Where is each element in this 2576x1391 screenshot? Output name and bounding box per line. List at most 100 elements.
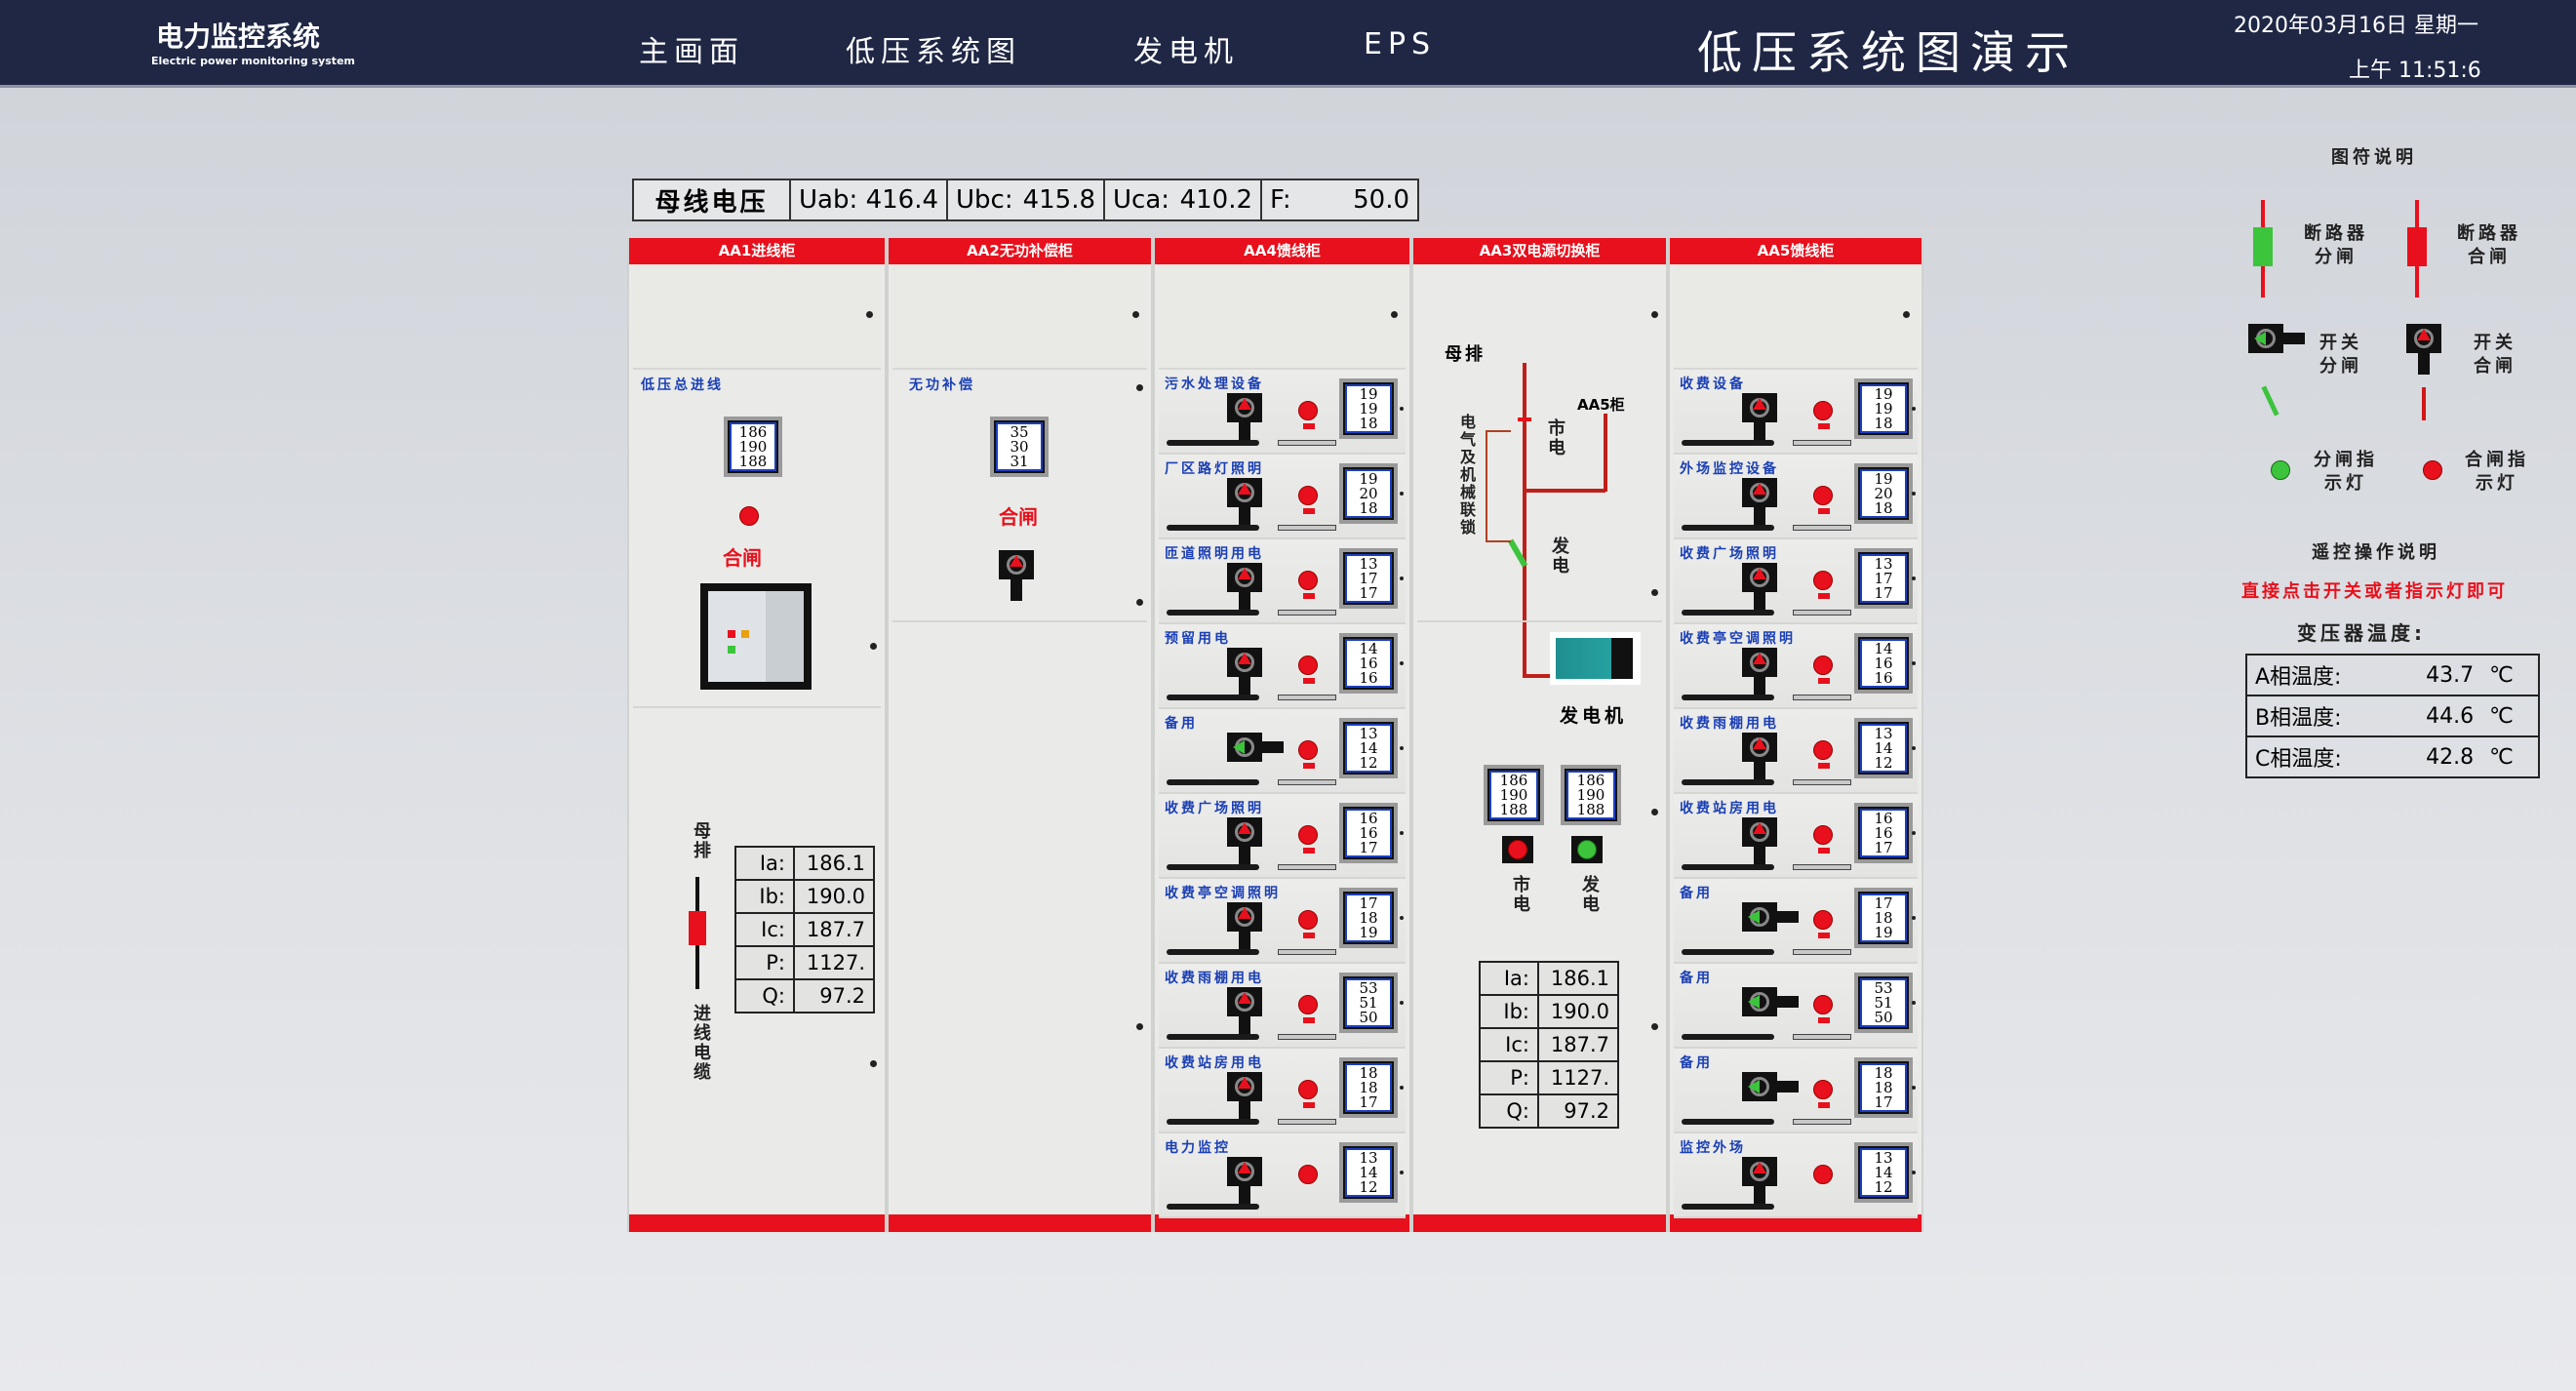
closed-indicator-light[interactable] [1813,995,1833,1014]
switch-closed[interactable] [1227,563,1262,614]
switch-closed[interactable] [1742,648,1777,698]
handle-bar [1682,1204,1774,1210]
cabinet-title: AA5馈线柜 [1670,238,1922,264]
table-row: Ib:190.0 [734,879,875,914]
handle-bar [1167,949,1259,955]
handle-bar [1167,1204,1259,1210]
switch-closed[interactable] [1742,478,1777,529]
closed-indicator-light[interactable] [1813,825,1833,845]
switch-open[interactable] [1742,1072,1799,1123]
closed-indicator-light[interactable] [1813,910,1833,930]
feeder-label: 收费亭空调照明 [1680,631,1796,647]
closed-indicator-light[interactable] [1813,571,1833,590]
closed-indicator-light[interactable] [1298,995,1318,1014]
closed-indicator-light[interactable] [1813,740,1833,760]
switch-closed[interactable] [1742,393,1777,444]
switch-closed[interactable] [1227,393,1262,444]
reading-value: 187.7 [1537,1027,1619,1062]
closed-indicator-light[interactable] [1298,910,1318,930]
door-latch [870,643,877,650]
table-row: Ia:186.1 [734,846,875,881]
closed-indicator-light[interactable] [739,506,759,526]
switch-closed[interactable] [1227,817,1262,868]
cabinet-title: AA4馈线柜 [1155,238,1409,264]
closed-indicator-light[interactable] [1298,401,1318,420]
rail-bar [1793,440,1851,446]
door-latch [1400,407,1404,411]
closed-indicator-light[interactable] [1813,401,1833,420]
closed-indicator-light[interactable] [1813,1165,1833,1184]
nav-lv-diagram[interactable]: 低压系统图 [846,35,1021,69]
lock-icon [1818,848,1830,854]
door-latch [1651,311,1658,318]
busbar-label: 母排 [691,821,711,860]
switch-open[interactable] [1742,987,1799,1038]
switch-closed[interactable] [1742,733,1777,783]
switch-closed[interactable] [1742,1157,1777,1208]
switch-closed[interactable] [1227,648,1262,698]
breaker-device[interactable] [700,583,812,690]
closed-indicator-light[interactable] [1298,740,1318,760]
ubc: Ubc:415.8 [948,180,1105,219]
divider [892,620,1147,622]
switch-closed[interactable] [1227,478,1262,529]
door-latch [1912,407,1916,411]
feeder-label: 低压总进线 [641,378,724,393]
reading-value: 190.0 [1537,994,1619,1029]
reading-label: Ia: [734,846,795,881]
door-latch [1651,809,1658,815]
switch-open[interactable] [1742,902,1799,953]
switch-closed[interactable] [1742,817,1777,868]
switch-closed[interactable] [1227,1072,1262,1123]
switch-closed[interactable] [1227,1157,1262,1208]
closed-indicator-light[interactable] [1813,486,1833,505]
rail-bar [1278,440,1336,446]
legend-light-open: 分闸指示灯 [2314,450,2378,494]
switch-closed[interactable] [1227,987,1262,1038]
closed-indicator-light[interactable] [1298,1080,1318,1099]
nav-main[interactable]: 主画面 [639,35,744,69]
closed-indicator-light[interactable] [1813,656,1833,675]
door-latch [1132,311,1139,318]
busbar-voltage-label: 母线电压 [634,180,791,219]
aa5-link-line [1523,489,1605,493]
switch-closed[interactable] [999,550,1034,601]
closed-indicator-light[interactable] [1298,1165,1318,1184]
switch-open[interactable] [1227,733,1284,783]
nav-generator[interactable]: 发电机 [1133,35,1239,69]
closed-indicator-light[interactable] [1298,571,1318,590]
closed-indicator-light[interactable] [1298,486,1318,505]
lock-icon [1303,423,1315,429]
nav-eps[interactable]: EPS [1364,27,1437,61]
generator-image[interactable] [1550,632,1641,685]
uab-value: 416.4 [865,185,938,215]
closed-indicator-light[interactable] [1813,1080,1833,1099]
breaker-closed-symbol[interactable] [689,911,706,945]
ubc-value: 415.8 [1022,185,1095,215]
closed-indicator-light[interactable] [1298,656,1318,675]
closed-indicator-light[interactable] [1298,825,1318,845]
switch-closed[interactable] [1742,563,1777,614]
mains-switch-closed[interactable] [1518,417,1531,421]
mains-light-closed[interactable] [1502,836,1533,863]
state-label: 合闸 [723,546,762,570]
freq-label: F: [1270,185,1291,215]
reading-label: Ia: [1479,961,1539,996]
aa5-link-line [1604,414,1607,492]
gen-light-open[interactable] [1571,836,1603,863]
cabinet-base [889,1214,1151,1232]
handle-bar [1682,949,1774,955]
switch-closed[interactable] [1227,902,1262,953]
state-label: 合闸 [999,505,1038,529]
